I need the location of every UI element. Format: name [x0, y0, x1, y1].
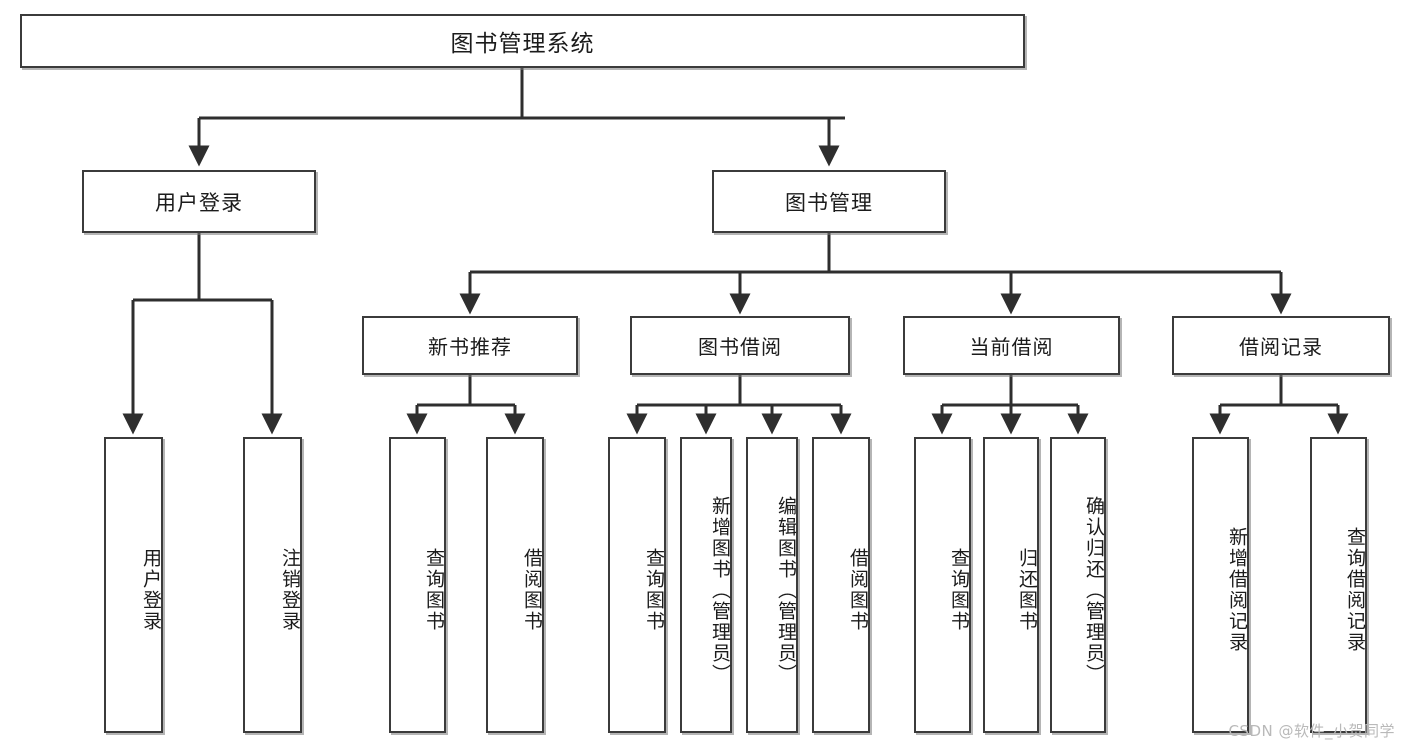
node-book-management: 图书管理: [712, 170, 946, 233]
node-label: 编辑图书（管理员）: [775, 495, 797, 685]
node-label: 当前借阅: [969, 335, 1054, 359]
node-label: 新增图书（管理员）: [709, 495, 731, 685]
leaf-logout: 注销登录: [243, 437, 302, 733]
node-book-borrow: 图书借阅: [630, 316, 850, 375]
leaf-add-book-admin: 新增图书（管理员）: [680, 437, 732, 733]
leaf-query-book-borrow: 查询图书: [608, 437, 666, 733]
node-label: 新书推荐: [428, 335, 512, 359]
node-label: 借阅记录: [1239, 335, 1323, 359]
node-label: 查询图书: [643, 548, 665, 632]
node-label: 借阅图书: [847, 548, 869, 632]
leaf-edit-book-admin: 编辑图书（管理员）: [746, 437, 798, 733]
node-borrow-record: 借阅记录: [1172, 316, 1390, 375]
leaf-query-book-current: 查询图书: [914, 437, 971, 733]
node-label: 用户登录: [155, 190, 243, 215]
node-user-login: 用户登录: [82, 170, 316, 233]
node-label: 图书借阅: [698, 335, 782, 359]
leaf-user-login: 用户登录: [104, 437, 163, 733]
leaf-borrow-book-recommend: 借阅图书: [486, 437, 544, 733]
leaf-borrow-book: 借阅图书: [812, 437, 870, 733]
node-root-system: 图书管理系统: [20, 14, 1025, 68]
node-label: 图书管理系统: [450, 31, 595, 57]
node-new-book-recommend: 新书推荐: [362, 316, 578, 375]
node-label: 查询图书: [423, 548, 445, 632]
leaf-query-borrow-record: 查询借阅记录: [1310, 437, 1367, 733]
node-current-borrow: 当前借阅: [903, 316, 1120, 375]
watermark: CSDN @软件_小贺同学: [1228, 722, 1395, 740]
node-label: 用户登录: [140, 548, 162, 632]
node-label: 查询借阅记录: [1344, 527, 1366, 653]
leaf-confirm-return-admin: 确认归还（管理员）: [1050, 437, 1106, 733]
leaf-add-borrow-record: 新增借阅记录: [1192, 437, 1249, 733]
node-label: 新增借阅记录: [1226, 527, 1248, 653]
node-label: 借阅图书: [521, 548, 543, 632]
node-label: 确认归还（管理员）: [1083, 495, 1105, 685]
node-label: 查询图书: [948, 548, 970, 632]
leaf-return-book: 归还图书: [983, 437, 1039, 733]
node-label: 图书管理: [785, 190, 873, 215]
node-label: 注销登录: [279, 548, 301, 632]
leaf-query-book-recommend: 查询图书: [389, 437, 446, 733]
node-label: 归还图书: [1016, 548, 1038, 632]
